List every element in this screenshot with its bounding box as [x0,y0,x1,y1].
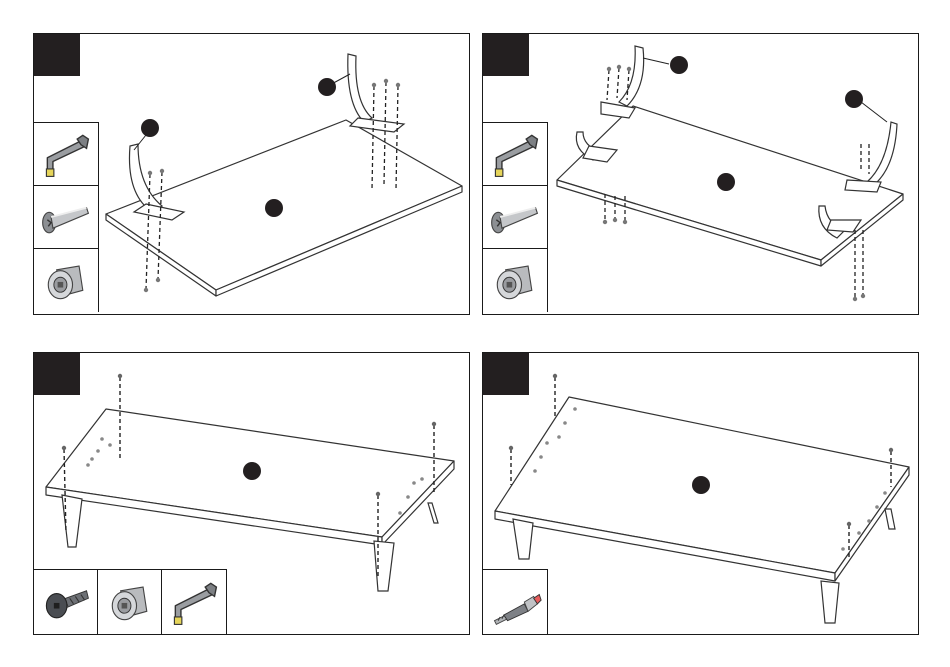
part-cell [34,570,98,634]
part-cell [162,570,226,634]
barrel-nut-icon [102,574,158,630]
assembly-illustration [34,34,470,315]
parts-row [34,569,227,634]
leg-right [348,54,404,132]
step-panel-2 [482,33,919,315]
callout-marker [243,462,261,480]
step-panel-3 [33,352,470,635]
bolt-icon [38,574,94,630]
callout-marker [265,199,283,217]
callout-marker [670,56,688,74]
parts-row [483,569,548,634]
callout-marker [318,78,336,96]
part-cell [483,570,547,634]
callout-marker [717,173,735,191]
assembly-illustration [483,353,919,635]
callout-marker [692,476,710,494]
allen-key-icon [166,574,222,630]
step-panel-1 [33,33,470,315]
callout-marker [845,90,863,108]
step-panel-4 [482,352,919,635]
leg-back-right [845,122,897,192]
cam-dowel-icon [487,574,543,630]
callout-marker [141,119,159,137]
assembly-illustration [483,34,919,315]
part-cell [98,570,162,634]
